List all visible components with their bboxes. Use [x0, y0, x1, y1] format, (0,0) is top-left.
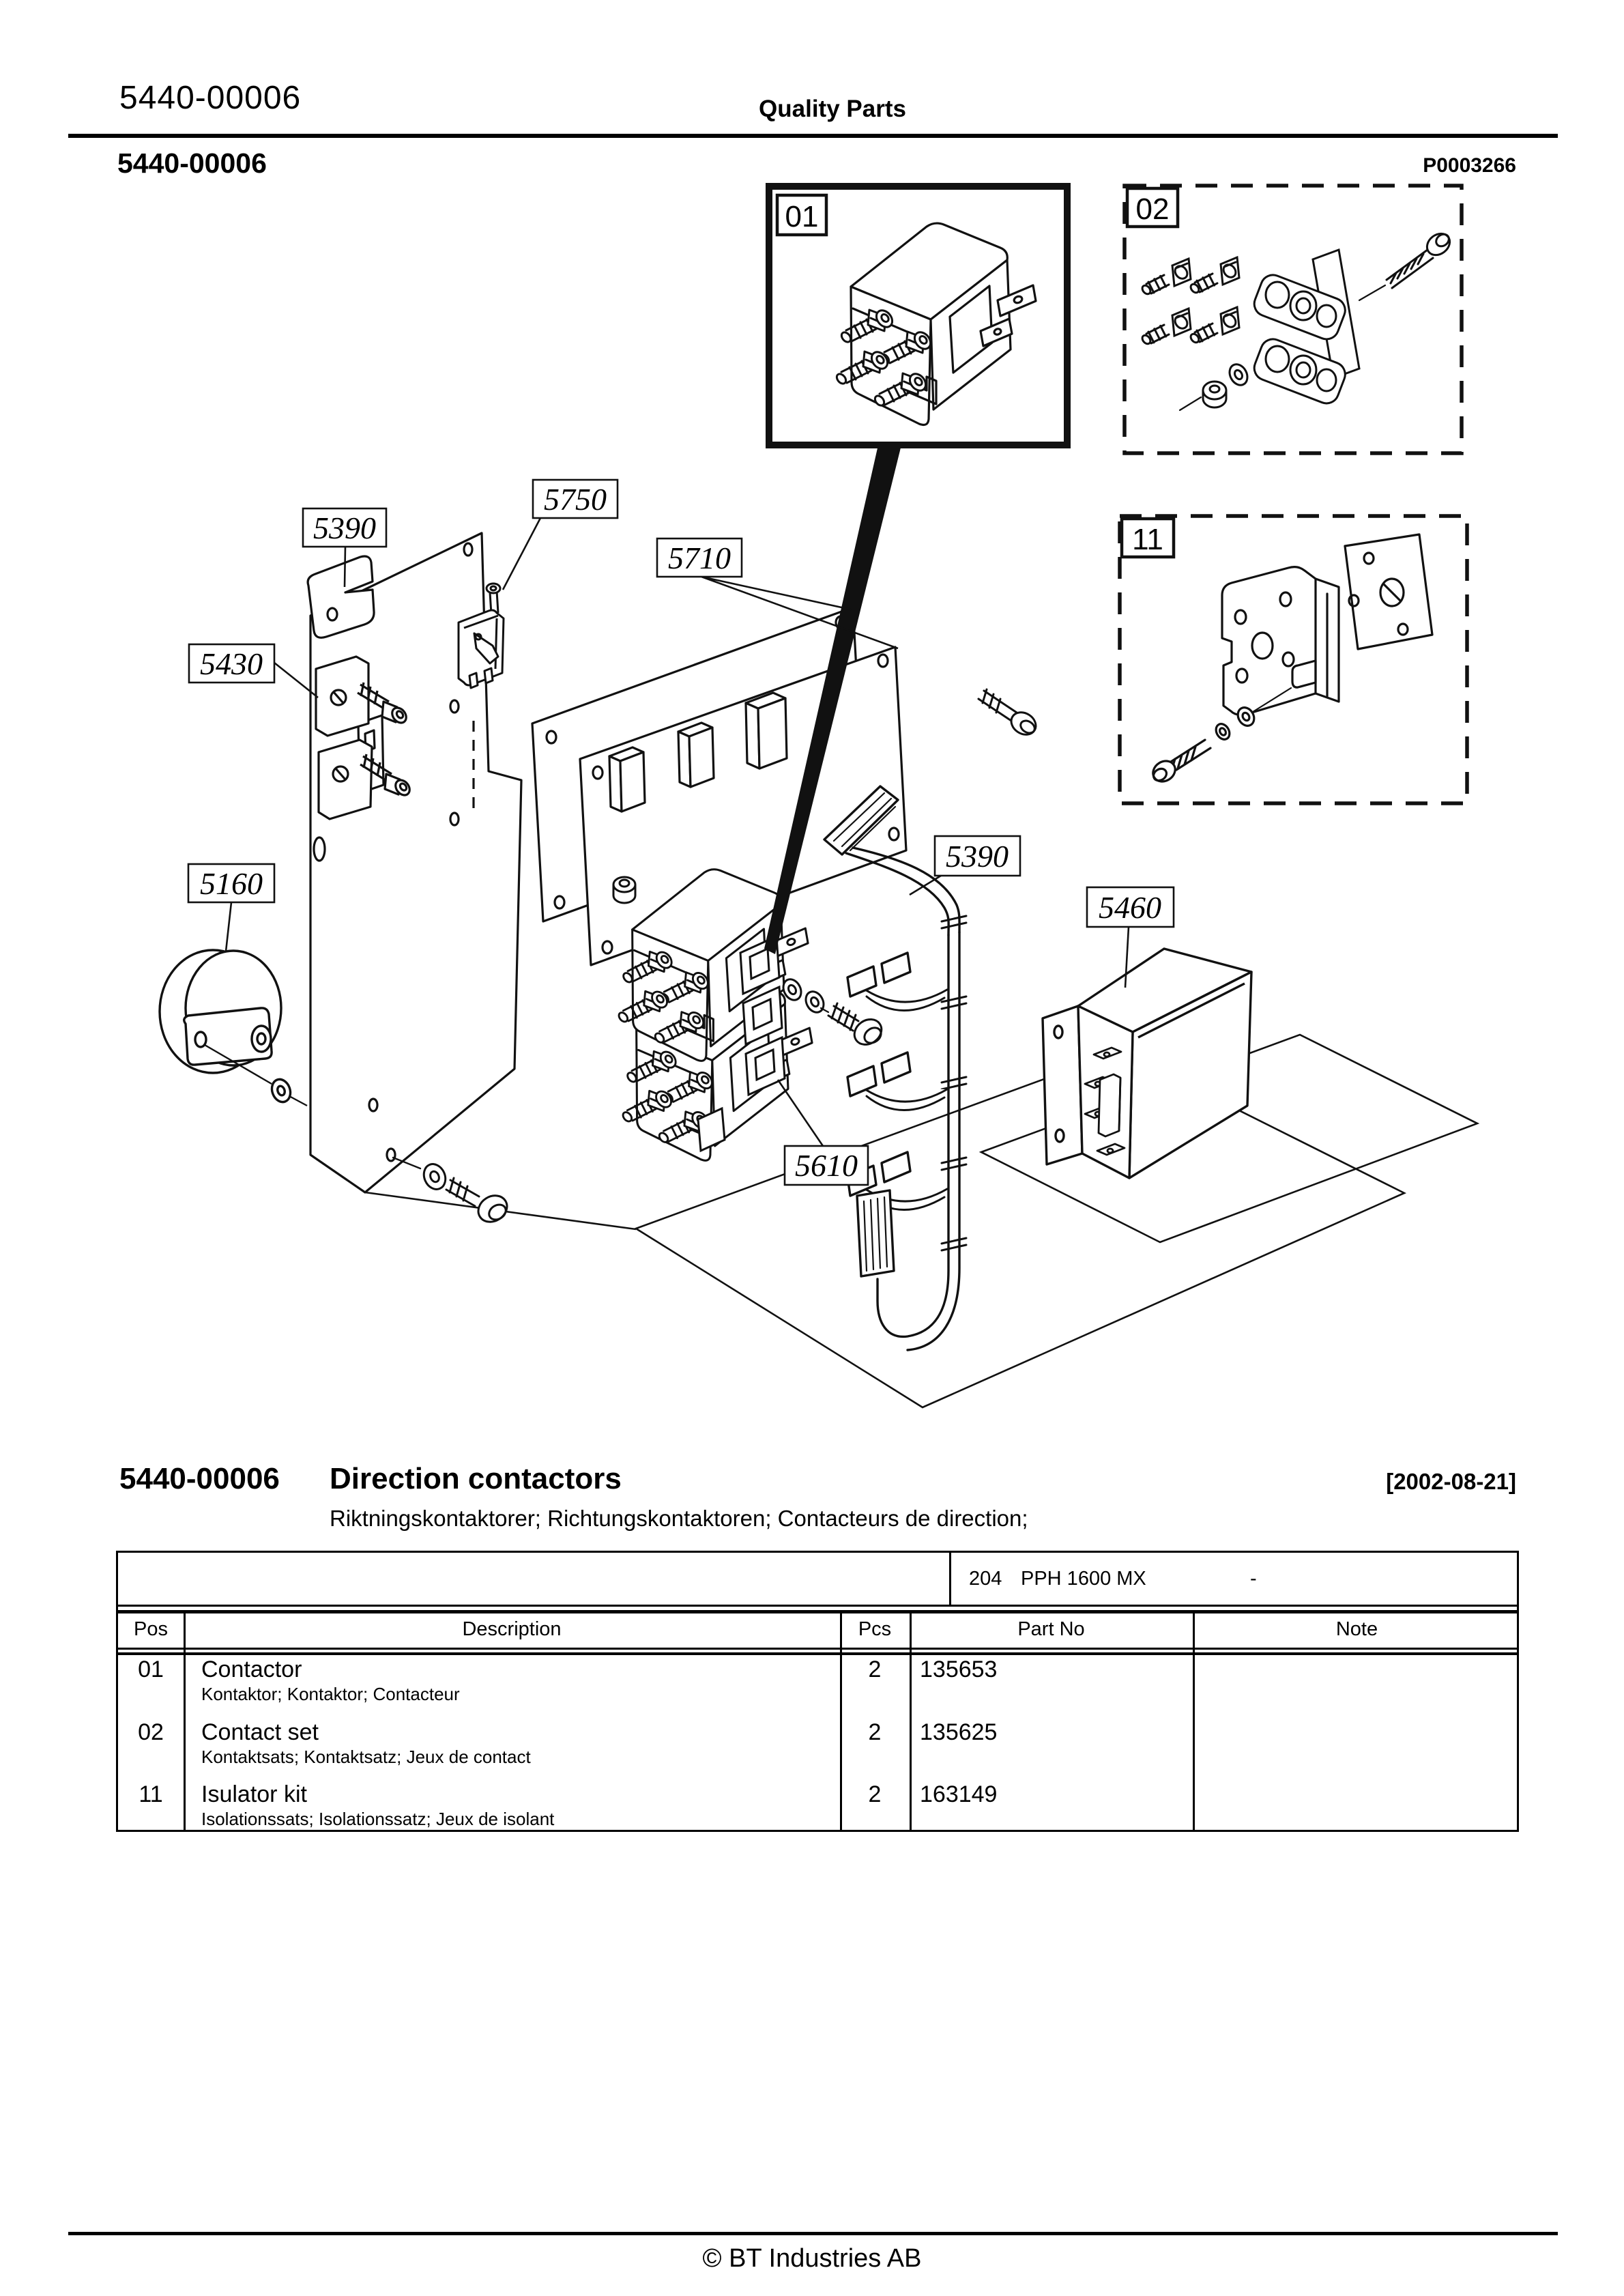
- screw-5710: [977, 688, 1037, 736]
- part-description-alt: Kontaktor; Kontaktor; Contacteur: [201, 1684, 460, 1704]
- col-header-pos: Pos: [134, 1618, 168, 1640]
- part-pcs: 2: [868, 1781, 882, 1807]
- part-pos: 01: [138, 1656, 164, 1682]
- pointer-wedge: [764, 445, 901, 954]
- page-part-number: 5440-00006: [119, 80, 302, 116]
- part-pos: 02: [138, 1719, 164, 1745]
- col-header-partno: Part No: [1017, 1618, 1085, 1640]
- detail-box-11: 11: [1118, 514, 1469, 805]
- part-number: 135653: [920, 1656, 998, 1682]
- table-section-subtitle: Riktningskontaktorer; Richtungskontaktor…: [330, 1506, 1028, 1531]
- panel-bottom-screw: [392, 1156, 508, 1223]
- col-header-pcs: Pcs: [858, 1618, 892, 1640]
- label-5710: 5710: [668, 541, 731, 575]
- model-code: 204: [969, 1568, 1002, 1590]
- part-number: 135625: [920, 1719, 998, 1745]
- footer-copyright: © BT Industries AB: [702, 2244, 922, 2273]
- table-section-title: Direction contactors: [330, 1462, 622, 1495]
- part-number: 163149: [920, 1781, 998, 1807]
- part-pcs: 2: [868, 1656, 882, 1682]
- part-description: Contactor: [201, 1656, 302, 1682]
- label-5460: 5460: [1099, 890, 1161, 925]
- parts-table: 204 PPH 1600 MX - Pos Description Pcs Pa…: [116, 1551, 1519, 1832]
- part-5390-harness: [823, 785, 968, 1351]
- part-5460-module: [1041, 947, 1253, 1179]
- model-name: PPH 1600 MX: [1021, 1568, 1146, 1590]
- part-description-alt: Isolationssats; Isolationssatz; Jeux de …: [201, 1809, 555, 1829]
- label-5750: 5750: [544, 482, 607, 517]
- part-description: Contact set: [201, 1719, 319, 1745]
- part-pos: 11: [139, 1781, 163, 1807]
- part-5160-horn: [158, 949, 308, 1107]
- part-description-alt: Kontaktsats; Kontaktsatz; Jeux de contac…: [201, 1747, 531, 1767]
- model-row-divider: [949, 1553, 951, 1607]
- header-rule: [68, 134, 1558, 138]
- image-reference-code: P0003266: [1423, 154, 1516, 177]
- label-5610: 5610: [795, 1148, 858, 1183]
- col-header-description: Description: [462, 1618, 562, 1640]
- table-section-code: 5440-00006: [119, 1462, 280, 1495]
- part-5750-switch: [457, 582, 505, 689]
- label-5390-left: 5390: [313, 511, 376, 545]
- part-labels: 5390 5750 5710 5430 5160 5390 5460 5610: [187, 478, 1175, 1186]
- detail-box-11-label: 11: [1132, 523, 1163, 556]
- model-note: -: [1250, 1568, 1257, 1590]
- page-header-title: Quality Parts: [759, 96, 906, 122]
- assembly-bolt-washers: [779, 975, 883, 1046]
- detail-box-02: 02: [1122, 184, 1464, 455]
- label-5160: 5160: [200, 866, 263, 901]
- detail-box-01: 01: [764, 183, 1071, 954]
- part-5390-bracket: [306, 555, 375, 639]
- section-part-number: 5440-00006: [117, 147, 267, 179]
- table-section-date: [2002-08-21]: [1386, 1469, 1516, 1494]
- detail-box-01-label: 01: [785, 200, 819, 233]
- part-description: Isulator kit: [201, 1781, 307, 1807]
- footer-rule: [68, 2232, 1558, 2235]
- label-5430: 5430: [200, 646, 263, 681]
- part-pcs: 2: [868, 1719, 882, 1745]
- contactor-assembly: [612, 870, 812, 1161]
- label-5390-right: 5390: [946, 839, 1009, 874]
- col-header-note: Note: [1335, 1618, 1378, 1640]
- detail-box-02-label: 02: [1136, 192, 1170, 226]
- part-5430-contact-block: [315, 655, 411, 820]
